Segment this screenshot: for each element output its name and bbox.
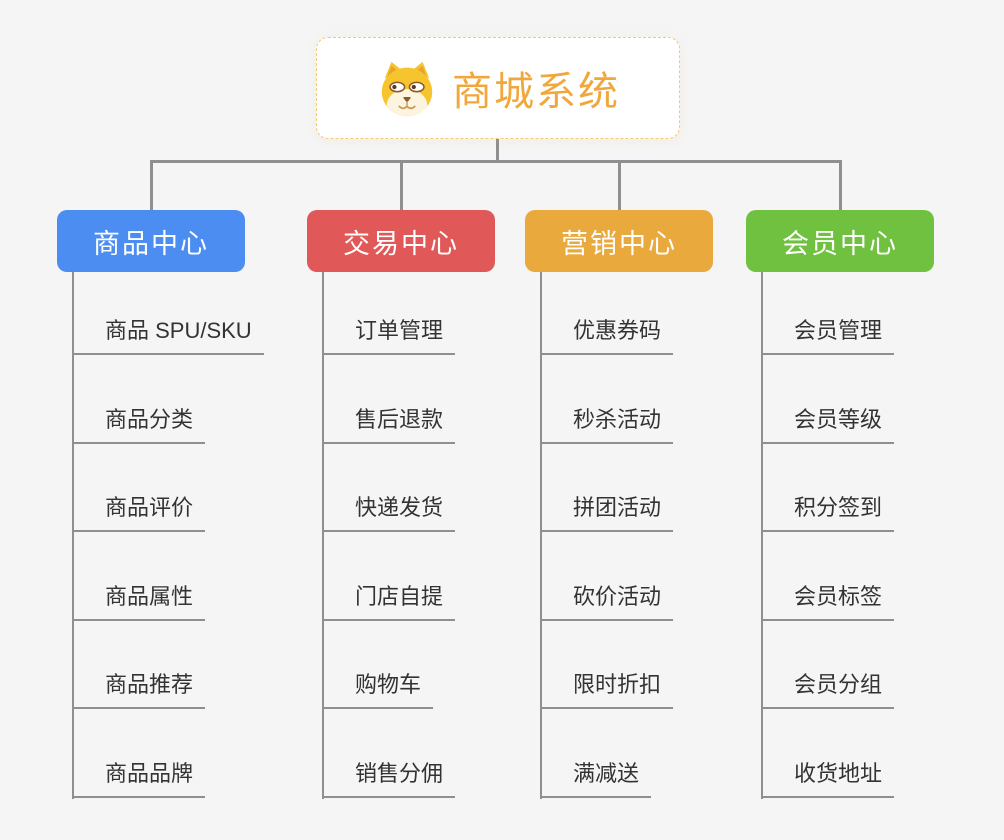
leaf-node-item[interactable]: 门店自提 xyxy=(322,577,456,621)
branch-bus-connector xyxy=(150,160,841,163)
leaf-node-item[interactable]: 商品分类 xyxy=(72,400,206,444)
branch-spine xyxy=(761,272,763,799)
leaf-node-item[interactable]: 销售分佣 xyxy=(322,754,456,798)
branch-drop-connector xyxy=(838,160,842,211)
leaf-node-item[interactable]: 商品评价 xyxy=(72,488,206,532)
branch-spine xyxy=(72,272,74,799)
leaf-node-item[interactable]: 商品品牌 xyxy=(72,754,206,798)
leaf-node-item[interactable]: 限时折扣 xyxy=(540,665,674,709)
leaf-node-item[interactable]: 会员标签 xyxy=(761,577,895,621)
branch-drop-connector xyxy=(399,160,403,211)
leaf-node-item[interactable]: 会员管理 xyxy=(761,311,895,355)
leaf-node-item[interactable]: 积分签到 xyxy=(761,488,895,532)
branch-label-member-center: 会员中心 xyxy=(782,228,898,259)
leaf-node-item[interactable]: 满减送 xyxy=(540,754,652,798)
leaf-node-item[interactable]: 售后退款 xyxy=(322,400,456,444)
leaf-node-item[interactable]: 砍价活动 xyxy=(540,577,674,621)
branch-node-trade-center[interactable]: 交易中心 xyxy=(307,210,495,272)
leaf-node-item[interactable]: 快递发货 xyxy=(322,488,456,532)
branch-label-trade-center: 交易中心 xyxy=(343,228,459,259)
leaf-node-item[interactable]: 商品属性 xyxy=(72,577,206,621)
leaf-node-item[interactable]: 商品推荐 xyxy=(72,665,206,709)
branch-node-member-center[interactable]: 会员中心 xyxy=(746,210,934,272)
branch-node-marketing-center[interactable]: 营销中心 xyxy=(525,210,713,272)
leaf-node-item[interactable]: 拼团活动 xyxy=(540,488,674,532)
dog-face-icon xyxy=(381,61,433,117)
branch-spine xyxy=(540,272,542,799)
leaf-node-item[interactable]: 商品 SPU/SKU xyxy=(72,311,264,355)
leaf-node-item[interactable]: 秒杀活动 xyxy=(540,400,674,444)
branch-label-marketing-center: 营销中心 xyxy=(561,228,677,259)
branch-spine xyxy=(322,272,324,799)
root-node[interactable]: 商城系统 xyxy=(316,37,680,139)
root-connector xyxy=(496,139,499,163)
root-title: 商城系统 xyxy=(452,70,620,114)
leaf-node-item[interactable]: 优惠券码 xyxy=(540,311,674,355)
branch-node-product-center[interactable]: 商品中心 xyxy=(57,210,245,272)
leaf-node-item[interactable]: 收货地址 xyxy=(761,754,895,798)
branch-drop-connector xyxy=(149,160,153,211)
leaf-node-item[interactable]: 会员分组 xyxy=(761,665,895,709)
leaf-node-item[interactable]: 会员等级 xyxy=(761,400,895,444)
branch-label-product-center: 商品中心 xyxy=(93,228,209,259)
leaf-node-item[interactable]: 购物车 xyxy=(322,665,434,709)
branch-drop-connector xyxy=(617,160,621,211)
leaf-node-item[interactable]: 订单管理 xyxy=(322,311,456,355)
